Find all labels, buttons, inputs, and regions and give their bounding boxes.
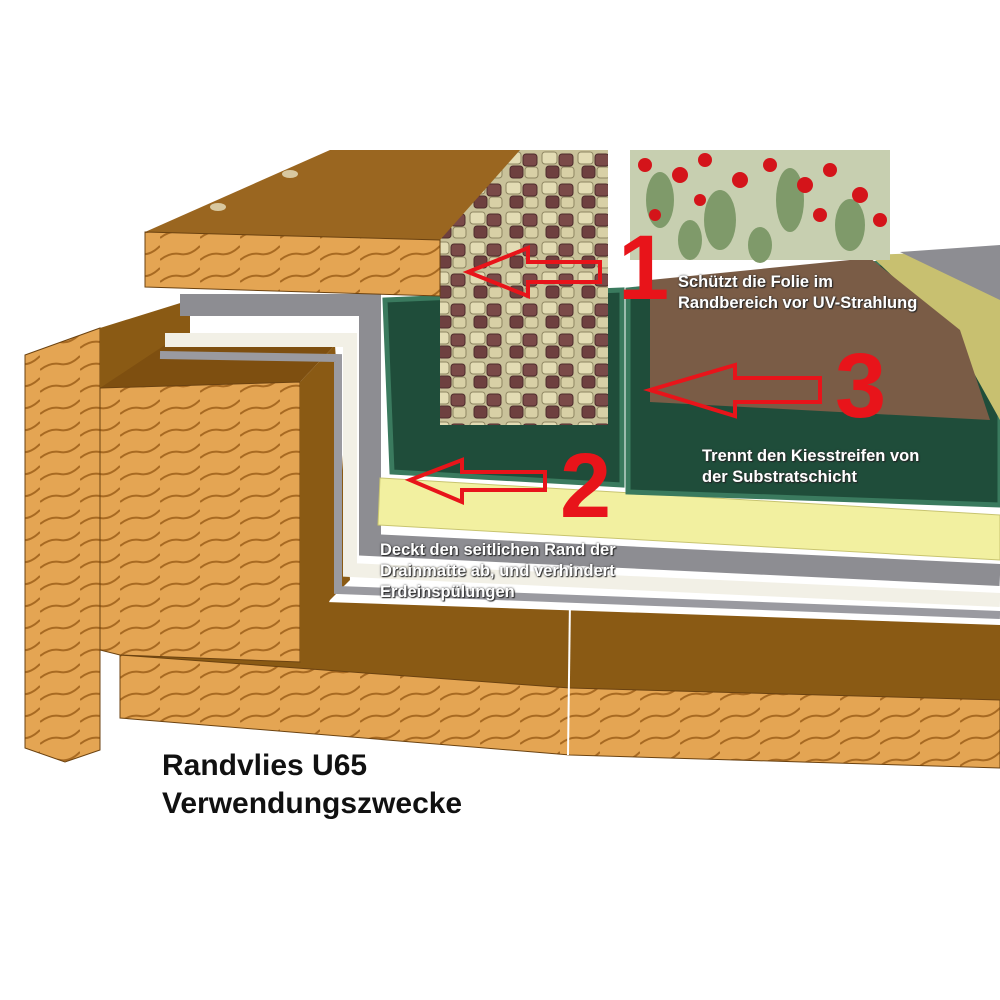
- gray-edge: [900, 245, 1000, 300]
- board-front: [144, 231, 441, 297]
- callout-2-text: Deckt den seitlichen Rand der Drainmatte…: [380, 540, 616, 603]
- diagram-title: Randvlies U65: [162, 749, 368, 782]
- callout-1-text: Schützt die Folie im Randbereich vor UV-…: [678, 272, 917, 314]
- callout-2-line: Erdeinspülungen: [380, 583, 515, 601]
- joint-line: [567, 599, 571, 756]
- screw-hole: [282, 170, 298, 178]
- diagram-subtitle: Verwendungszwecke: [162, 787, 463, 820]
- callout-number-2: 2: [560, 435, 612, 537]
- callout-3-line: Trennt den Kiesstreifen von: [702, 447, 920, 465]
- membrane-white: [165, 333, 1000, 607]
- arrow-2: [404, 457, 547, 506]
- wood-block-front: [99, 381, 301, 663]
- membrane-gray-lower: [159, 351, 1000, 619]
- board-top: [145, 150, 520, 240]
- callout-2-line: Drainmatte ab, und verhindert: [380, 562, 615, 580]
- callout-2-line: Deckt den seitlichen Rand der: [380, 541, 616, 559]
- callout-1-line: Schützt die Folie im: [678, 273, 833, 291]
- callout-number-3: 3: [835, 335, 887, 437]
- membrane-gray: [180, 294, 1000, 586]
- plants: [630, 150, 890, 263]
- callout-3-text: Trennt den Kiesstreifen von der Substrat…: [702, 446, 919, 488]
- drain-mat: [377, 477, 1000, 561]
- yellow-edge: [870, 250, 1000, 420]
- arrow-1: [462, 245, 602, 299]
- callout-number-1: 1: [618, 217, 670, 319]
- wood-base-top: [120, 595, 1000, 700]
- screw-hole: [210, 203, 226, 211]
- arrow-3: [643, 362, 822, 419]
- wood-base-front: [119, 654, 1000, 769]
- callout-3-line: der Substratschicht: [702, 468, 857, 486]
- wood-post: [24, 327, 101, 763]
- callout-1-line: Randbereich vor UV-Strahlung: [678, 294, 918, 312]
